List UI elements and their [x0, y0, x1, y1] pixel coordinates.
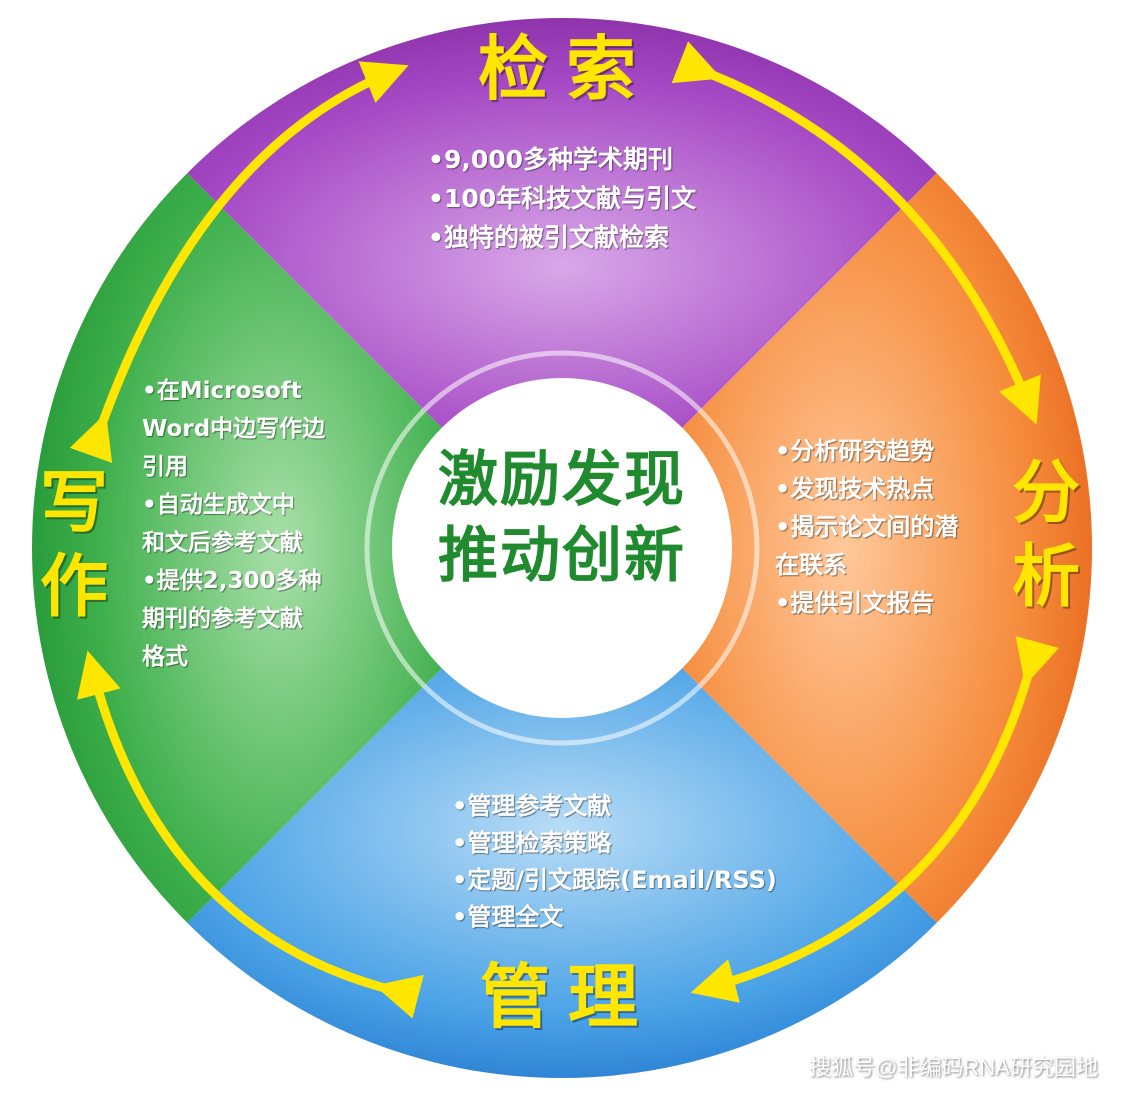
manage-title: 管理 [480, 956, 656, 1038]
list-item: 引用 [142, 454, 188, 480]
list-item: •发现技术热点 [775, 475, 935, 503]
list-item: •独特的被引文献检索 [428, 223, 669, 252]
list-item: •管理全文 [452, 903, 564, 931]
list-item: •9,000多种学术期刊 [428, 145, 674, 174]
arrow-search-analyze [671, 41, 1041, 425]
arrow-manage-write [77, 650, 424, 1019]
list-item: •管理检索策略 [452, 829, 612, 857]
list-item: •在Microsoft [142, 378, 302, 404]
arrow-analyze-manage [690, 635, 1059, 1003]
list-item: 在联系 [775, 551, 847, 579]
analyze-title: 分析 [1012, 454, 1081, 617]
list-item: •提供2,300多种 [142, 568, 322, 594]
center-line-2: 推动创新 [438, 521, 686, 591]
list-item: •管理参考文献 [452, 792, 612, 820]
list-item: Word中边写作边 [142, 416, 326, 442]
write-title: 写作 [40, 464, 109, 627]
cycle-arrows [69, 41, 1059, 1019]
write-list: •在Microsoft Word中边写作边 引用 •自动生成文中 和文后参考文献… [142, 372, 325, 676]
list-item: •自动生成文中 [142, 492, 295, 518]
list-item: •提供引文报告 [775, 589, 935, 617]
list-item: •分析研究趋势 [775, 437, 935, 465]
search-list: •9,000多种学术期刊 •100年科技文献与引文 •独特的被引文献检索 [428, 140, 696, 257]
search-title: 检索 [478, 28, 654, 110]
center-disc [392, 378, 732, 718]
center-line-1: 激励发现 [438, 445, 686, 515]
list-item: •揭示论文间的潜 [775, 513, 959, 541]
list-item: 期刊的参考文献 [142, 606, 303, 632]
inner-ring [364, 350, 760, 746]
list-item: 和文后参考文献 [142, 530, 303, 556]
list-item: •100年科技文献与引文 [428, 184, 697, 213]
manage-list: •管理参考文献 •管理检索策略 •定题/引文跟踪(Email/RSS) •管理全… [452, 788, 777, 936]
analyze-list: •分析研究趋势 •发现技术热点 •揭示论文间的潜 在联系 •提供引文报告 [775, 432, 958, 622]
list-item: •定题/引文跟踪(Email/RSS) [452, 866, 777, 894]
center-slogan: 激励发现 推动创新 [362, 442, 762, 594]
arrow-write-search [69, 61, 409, 463]
list-item: 格式 [142, 644, 188, 670]
watermark: 搜狐号@非编码RNA研究园地 [809, 1055, 1098, 1080]
